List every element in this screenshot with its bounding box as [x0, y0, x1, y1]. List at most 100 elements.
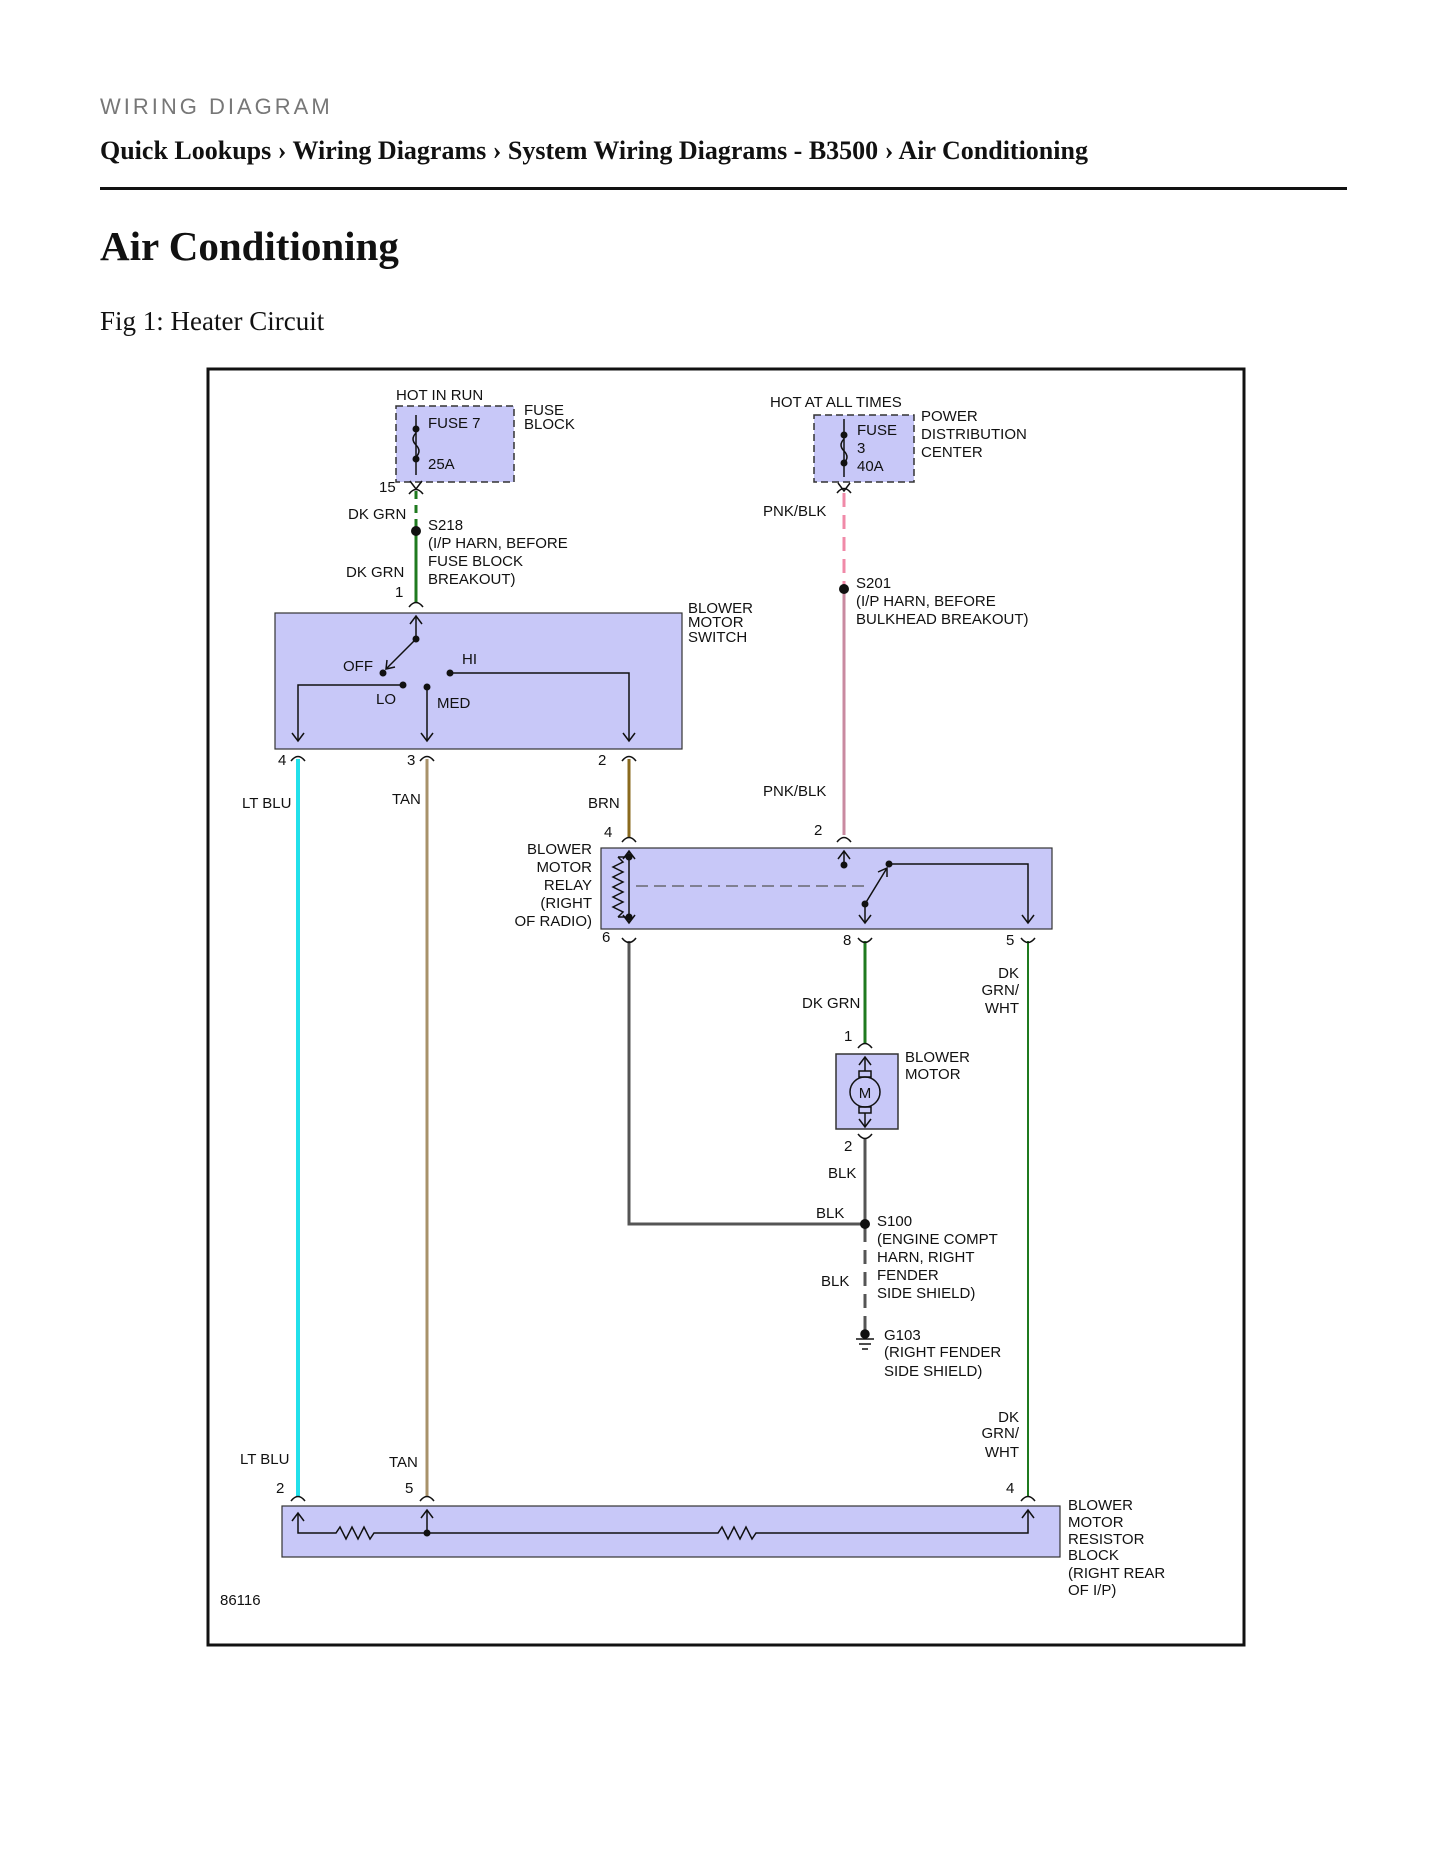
- label-med: MED: [437, 695, 471, 712]
- label-relay-1: BLOWER: [527, 841, 592, 858]
- label-res-2: MOTOR: [1068, 1514, 1124, 1531]
- label-lo: LO: [376, 691, 396, 708]
- label-pin-6: 6: [602, 929, 610, 946]
- label-dk-grn-wht-b1: DK: [998, 1409, 1019, 1426]
- label-pin-3-switch: 3: [407, 752, 415, 769]
- relay-coil: [611, 849, 636, 925]
- label-pin-5-resistor: 5: [405, 1480, 413, 1497]
- label-fuse7-rating: 25A: [428, 456, 455, 473]
- label-brn: BRN: [588, 795, 620, 812]
- blower-motor-resistor-block-box: [281, 1505, 1061, 1558]
- splice-s218: [411, 526, 421, 536]
- label-s201-d2: BULKHEAD BREAKOUT): [856, 611, 1029, 628]
- label-dk-grn-wht-a3: WHT: [985, 1000, 1019, 1017]
- label-res-5: (RIGHT REAR: [1068, 1565, 1165, 1582]
- label-relay-4: (RIGHT: [540, 895, 592, 912]
- label-hot-all-times: HOT AT ALL TIMES: [770, 394, 902, 411]
- diagram-frame: [206, 367, 1246, 1647]
- label-pin-2-motor: 2: [844, 1138, 852, 1155]
- label-s100: S100: [877, 1213, 912, 1230]
- label-motor-1: BLOWER: [905, 1049, 970, 1066]
- blower-switch-contacts: [379, 635, 454, 691]
- label-dk-grn-3: DK GRN: [802, 995, 860, 1012]
- breadcrumb: Quick Lookups › Wiring Diagrams › System…: [100, 136, 1088, 166]
- label-res-3: RESISTOR: [1068, 1531, 1145, 1548]
- label-s100-d1: (ENGINE COMPT: [877, 1231, 998, 1248]
- figure-caption: Fig 1: Heater Circuit: [100, 306, 325, 336]
- breadcrumb-link-quick-lookups[interactable]: Quick Lookups: [100, 136, 272, 165]
- label-blk-3: BLK: [821, 1273, 849, 1290]
- breadcrumb-link-system-wiring-diagrams[interactable]: System Wiring Diagrams - B3500: [507, 136, 879, 165]
- label-blk-1: BLK: [828, 1165, 856, 1182]
- label-pdc-1: POWER: [921, 408, 978, 425]
- label-fuse7: FUSE 7: [428, 415, 481, 432]
- label-g103: G103: [884, 1327, 921, 1344]
- label-hi: HI: [462, 651, 477, 668]
- label-pdc-2: DISTRIBUTION: [921, 426, 1027, 443]
- label-s218-d1: (I/P HARN, BEFORE: [428, 535, 568, 552]
- label-fuse3-rating: 40A: [857, 458, 884, 475]
- relay-contacts: [625, 853, 893, 921]
- motor-symbol: [849, 1055, 881, 1129]
- label-bms-3: SWITCH: [688, 629, 747, 646]
- breadcrumb-link-air-conditioning[interactable]: Air Conditioning: [898, 136, 1088, 165]
- label-bms-1: BLOWER: [688, 600, 753, 617]
- label-res-1: BLOWER: [1068, 1497, 1133, 1514]
- label-dk-grn-wht-b3: WHT: [985, 1444, 1019, 1461]
- label-motor-symbol: M: [859, 1085, 872, 1102]
- relay-switch: [837, 849, 1035, 925]
- label-dk-grn-wht-b2: GRN/: [982, 1425, 1020, 1442]
- label-pin-2-relay: 2: [814, 822, 822, 839]
- label-relay-5: OF RADIO): [515, 913, 593, 930]
- label-pnk-blk-2: PNK/BLK: [763, 783, 826, 800]
- breadcrumb-link-wiring-diagrams[interactable]: Wiring Diagrams: [292, 136, 487, 165]
- label-dk-grn-2: DK GRN: [346, 564, 404, 581]
- header-divider: [100, 187, 1347, 190]
- blower-motor-switch-box: [274, 612, 683, 750]
- label-pin-8: 8: [843, 932, 851, 949]
- label-pin-15: 15: [379, 479, 396, 496]
- label-s218-d3: BREAKOUT): [428, 571, 516, 588]
- power-distribution-center: [813, 414, 915, 493]
- label-pin-4-resistor: 4: [1006, 1480, 1014, 1497]
- label-s218: S218: [428, 517, 463, 534]
- label-pin-4-relay: 4: [604, 824, 612, 841]
- label-pin-1-switch: 1: [395, 584, 403, 601]
- blower-motor-relay-box: [600, 847, 1053, 930]
- splice-s201: [839, 584, 849, 594]
- blower-motor-box: [835, 1053, 899, 1130]
- label-relay-3: RELAY: [544, 877, 592, 894]
- label-bms-2: MOTOR: [688, 614, 744, 631]
- label-res-4: BLOCK: [1068, 1547, 1119, 1564]
- page-title: Air Conditioning: [100, 223, 399, 269]
- breadcrumb-separator: ›: [492, 136, 502, 165]
- fuse-block: [395, 405, 515, 491]
- label-s100-d4: SIDE SHIELD): [877, 1285, 975, 1302]
- label-blk-2: BLK: [816, 1205, 844, 1222]
- breadcrumb-separator: ›: [277, 136, 287, 165]
- label-s201: S201: [856, 575, 891, 592]
- label-dk-grn-wht-a1: DK: [998, 965, 1019, 982]
- label-g103-d2: SIDE SHIELD): [884, 1363, 982, 1380]
- connector-hooks: [290, 487, 1036, 1502]
- label-motor-2: MOTOR: [905, 1066, 961, 1083]
- label-fuse3-1: FUSE: [857, 422, 897, 439]
- label-tan-1: TAN: [392, 791, 421, 808]
- label-fuse-block-2: BLOCK: [524, 416, 575, 433]
- label-s218-d2: FUSE BLOCK: [428, 553, 523, 570]
- breadcrumb-separator: ›: [884, 136, 894, 165]
- label-s100-d3: FENDER: [877, 1267, 939, 1284]
- wiring-diagram: HOT IN RUN FUSE 7 25A FUSE BLOCK HOT AT …: [206, 367, 1246, 1647]
- label-pin-2-switch: 2: [598, 752, 606, 769]
- splice-s100: [860, 1219, 870, 1229]
- label-dk-grn-1: DK GRN: [348, 506, 406, 523]
- label-pin-2-resistor: 2: [276, 1480, 284, 1497]
- label-pin-4-switch: 4: [278, 752, 286, 769]
- label-relay-2: MOTOR: [536, 859, 592, 876]
- resistor-network: [291, 1508, 1035, 1541]
- wire-blk-relay-ground: [627, 941, 865, 1226]
- label-fuse3-2: 3: [857, 440, 865, 457]
- ground-symbol: [856, 1329, 874, 1350]
- label-pin-5-relay: 5: [1006, 932, 1014, 949]
- label-res-6: OF I/P): [1068, 1582, 1116, 1599]
